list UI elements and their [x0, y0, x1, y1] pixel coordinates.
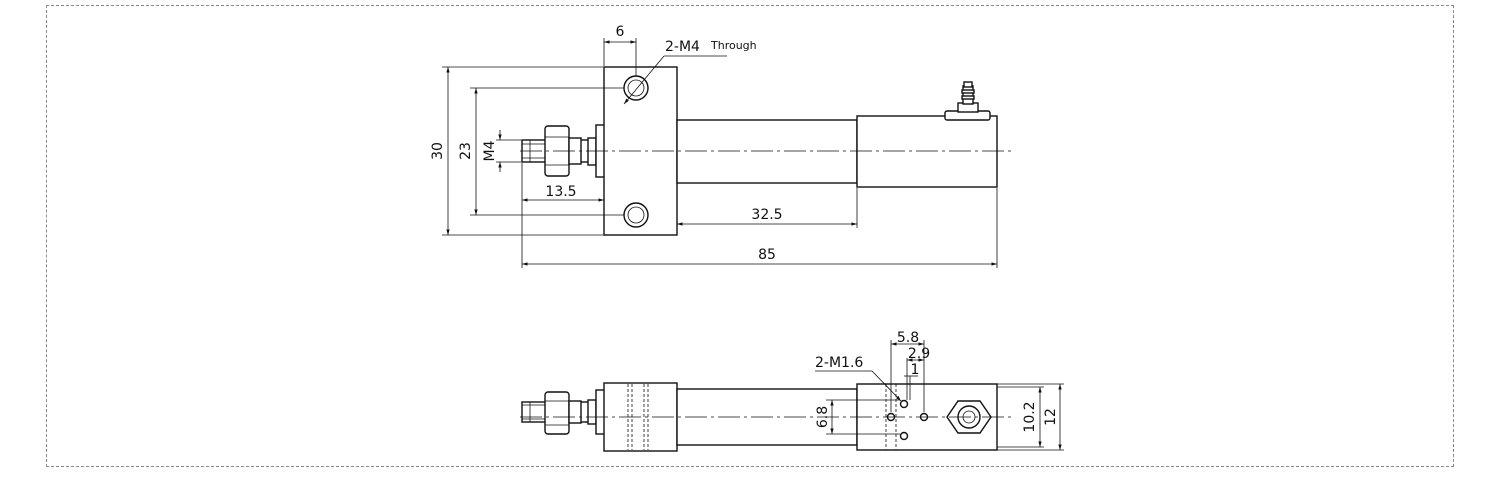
- top-view: 6 2-M4 Through 30 23 M4: [430, 24, 1012, 268]
- dimension-label: 13.5: [545, 184, 576, 200]
- cylinder-barrel: [676, 119, 858, 184]
- port-callout: 2-M1.6: [815, 355, 902, 402]
- rod-collar: [587, 399, 597, 425]
- dimension-label: 32.5: [751, 207, 782, 223]
- mounting-hole-bottom: [623, 202, 649, 228]
- dimension-label: 6: [616, 24, 625, 40]
- dimension-6: 6: [603, 24, 637, 76]
- side-view: 5.8 2.9 1 2-M1.6 6.8: [520, 330, 1064, 452]
- dimension-label: 12: [1043, 408, 1059, 426]
- dimension-1: 1: [904, 362, 919, 400]
- dimension-label: 5.8: [897, 330, 919, 346]
- hole-note: 2-M4: [665, 39, 700, 55]
- hole-note-suffix: Through: [710, 39, 757, 52]
- dimension-6-8: 6.8: [815, 399, 900, 435]
- dimension-10-2: 10.2: [997, 386, 1044, 448]
- rod-collar: [587, 137, 597, 166]
- dimension-label: 85: [758, 247, 776, 263]
- air-fitting: [944, 81, 991, 121]
- dimension-30: 30: [430, 66, 603, 236]
- lock-nut: [544, 391, 582, 435]
- dimension-label: 1: [911, 362, 920, 378]
- port-note: 2-M1.6: [815, 355, 863, 371]
- dimension-32-5: 32.5: [677, 188, 858, 228]
- dimension-2-9: 2.9: [906, 346, 930, 400]
- dimension-label: 2.9: [908, 346, 930, 362]
- dimension-label: 30: [430, 142, 446, 160]
- dimension-label: M4: [482, 140, 498, 161]
- cylinder-head: [856, 115, 998, 188]
- hole-callout: 2-M4 Through: [623, 39, 757, 105]
- dimension-12: 12: [997, 383, 1064, 451]
- dimension-23: 23: [458, 87, 624, 216]
- dimension-label: 23: [458, 142, 474, 160]
- dimension-label: 6.8: [815, 406, 831, 428]
- dimension-label: 10.2: [1022, 401, 1038, 432]
- drawing-frame: [46, 5, 1454, 467]
- dimension-13-5: 13.5: [521, 163, 605, 268]
- dimension-85: 85: [522, 188, 998, 268]
- dimension-m4: M4: [482, 130, 521, 172]
